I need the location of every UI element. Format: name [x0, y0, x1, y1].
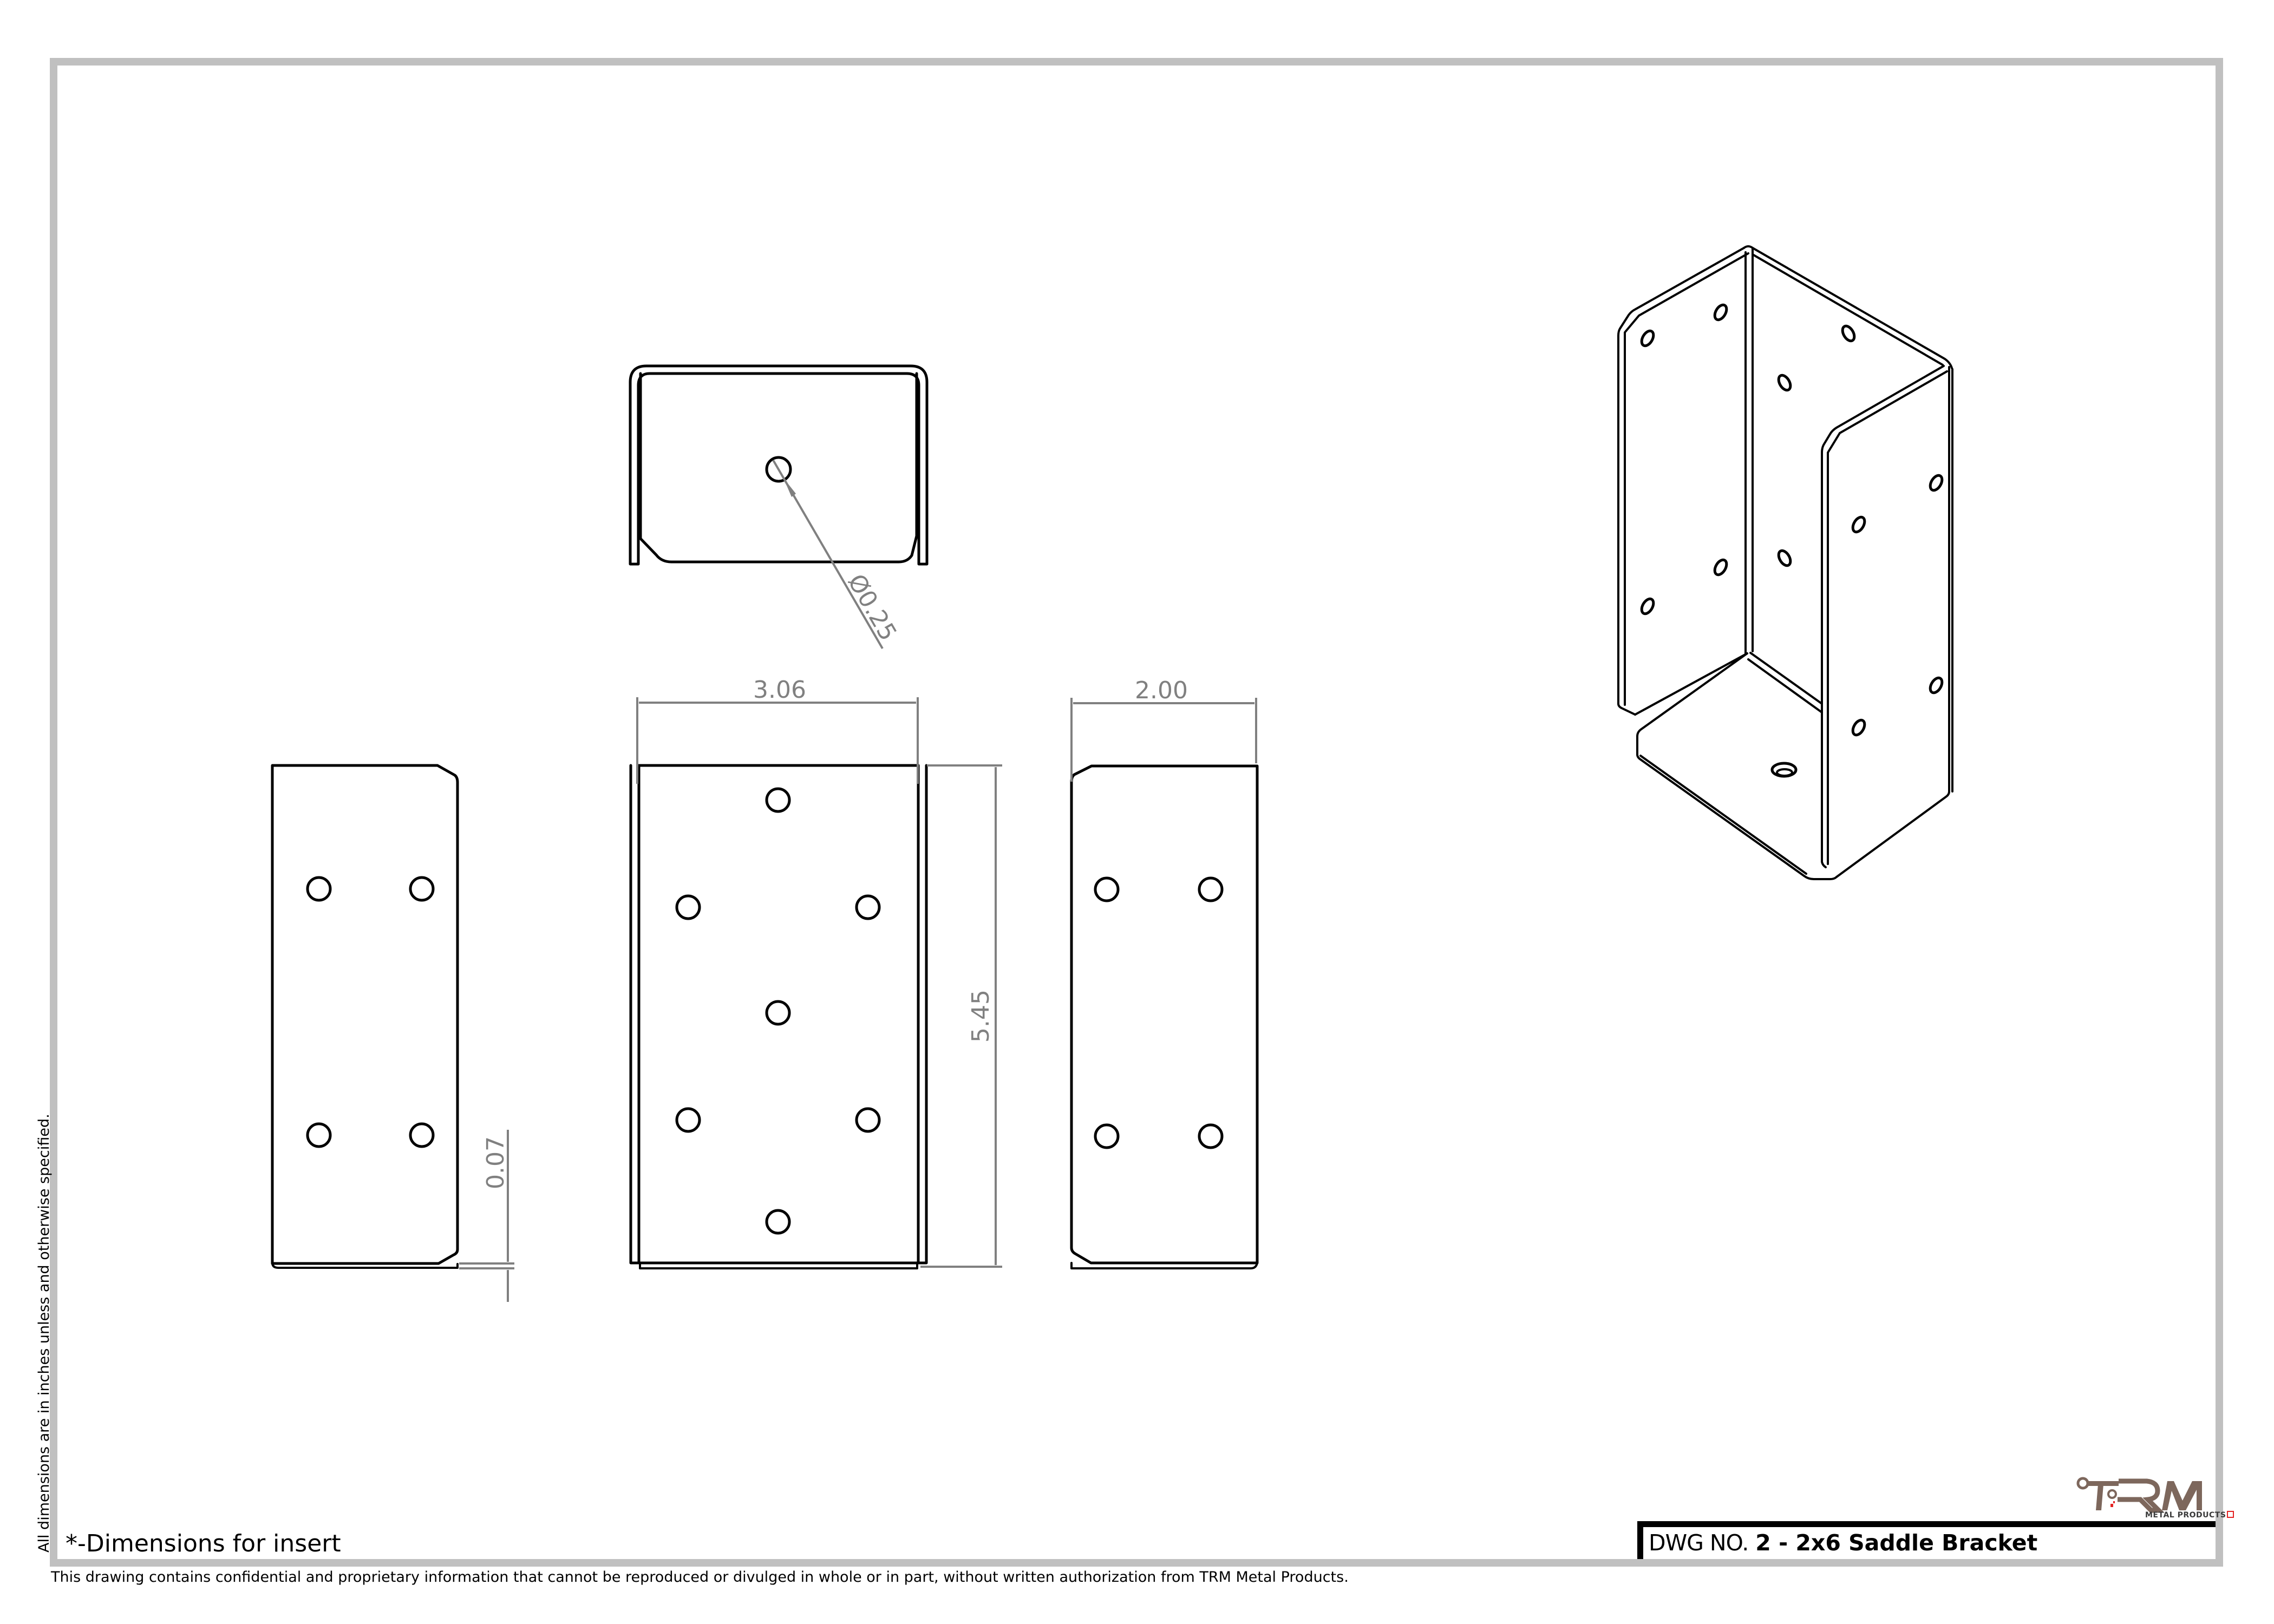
iso-right-panel-edge	[1835, 366, 1950, 878]
drawing-number-value: 2 - 2x6 Saddle Bracket	[1755, 1530, 2038, 1556]
logo-ring-icon	[2076, 1477, 2089, 1490]
iso-bottom-plate-edge	[1639, 755, 1807, 875]
confidentiality-note: This drawing contains confidential and p…	[51, 1569, 1349, 1586]
front-view-base	[639, 1262, 918, 1269]
diameter-leader-arrow	[783, 478, 796, 497]
iso-left-panel-inner	[1624, 252, 1749, 706]
front-view-plate	[637, 764, 920, 1265]
trm-logo	[2076, 1477, 2202, 1513]
logo-t-stem	[2096, 1484, 2103, 1510]
iso-right-panel-outer	[1821, 365, 1945, 868]
height-dimension-label: 5.45	[967, 990, 995, 1043]
frame-top	[50, 58, 2223, 66]
front-hole	[675, 1107, 701, 1133]
iso-hole	[1841, 324, 1856, 343]
logo-red-square	[2110, 1504, 2113, 1507]
iso-hole	[1713, 558, 1728, 577]
logo-r	[2118, 1478, 2165, 1513]
iso-hole	[1640, 597, 1655, 615]
width-dimension-label: 3.06	[753, 676, 806, 704]
front-hole	[855, 1107, 881, 1133]
front-hole	[855, 894, 881, 920]
front-hole	[765, 1000, 791, 1026]
iso-hole	[1640, 329, 1655, 348]
right-view: 2.00	[1070, 677, 1259, 1269]
left-hole	[409, 1122, 435, 1148]
right-hole	[1094, 876, 1120, 902]
logo-subtitle-text: METAL PRODUCTS	[2145, 1511, 2226, 1520]
logo-red-box-icon	[2227, 1511, 2234, 1518]
frame-right	[2216, 58, 2223, 1567]
left-view: 0.07	[271, 764, 514, 1302]
left-hole	[409, 876, 435, 902]
logo-red-square	[2113, 1501, 2115, 1503]
isometric-view	[1617, 245, 1953, 880]
iso-hole	[1929, 474, 1944, 492]
iso-left-bottom-edge	[1634, 652, 1748, 716]
units-note: All dimensions are in inches unless and …	[36, 1114, 53, 1553]
front-hole	[765, 1209, 791, 1235]
iso-right-panel-inner	[1827, 370, 1948, 865]
iso-left-panel-outer	[1617, 247, 1745, 716]
iso-bottom-plate	[1636, 652, 1838, 880]
iso-hole	[1777, 549, 1792, 567]
left-view-panel	[271, 764, 459, 1265]
title-block-top-rule	[1637, 1521, 2216, 1527]
iso-back-top-edge-inner	[1752, 253, 1944, 366]
right-hole	[1094, 1123, 1120, 1149]
iso-hole	[1929, 676, 1944, 695]
top-view-base-plate	[639, 372, 918, 564]
iso-hole	[1851, 718, 1866, 737]
right-hole	[1198, 1123, 1224, 1149]
drawing-title: DWG NO. 2 - 2x6 Saddle Bracket	[1649, 1530, 2037, 1556]
iso-bottom-back-edge	[1749, 652, 1823, 705]
iso-hole	[1777, 374, 1792, 392]
title-block: DWG NO. 2 - 2x6 Saddle Bracket	[1637, 1521, 2216, 1559]
left-hole	[306, 876, 332, 902]
front-view: 3.06 5.45	[629, 676, 1002, 1269]
logo-t-bar	[2087, 1481, 2119, 1486]
iso-bottom-back-edge-inner	[1747, 658, 1823, 713]
iso-back-top-edge	[1752, 247, 1953, 369]
logo-inner-ring-icon	[2107, 1489, 2117, 1499]
top-view-hole	[765, 456, 792, 483]
title-block-left-rule	[1637, 1521, 1643, 1559]
diameter-label: Ø0.25	[842, 569, 901, 645]
logo-m	[2162, 1481, 2202, 1510]
iso-hole	[1851, 515, 1866, 534]
left-view-base	[271, 1262, 459, 1269]
front-hole	[675, 894, 701, 920]
right-view-panel	[1070, 764, 1259, 1265]
side-width-dimension-label: 2.00	[1135, 677, 1188, 704]
front-hole	[765, 787, 791, 813]
top-view-outer-channel	[629, 364, 929, 566]
right-view-base	[1070, 1262, 1258, 1269]
frame-bottom	[50, 1559, 2223, 1567]
iso-bottom-hole-inner	[1776, 768, 1793, 777]
thickness-dimension-label: 0.07	[482, 1136, 509, 1189]
iso-hole	[1713, 303, 1728, 322]
logo-subtitle: METAL PRODUCTS	[2145, 1511, 2234, 1520]
frame-left	[50, 58, 57, 1567]
insert-note: *-Dimensions for insert	[66, 1530, 341, 1557]
drawing-number-label: DWG NO.	[1649, 1530, 1749, 1556]
left-hole	[306, 1122, 332, 1148]
right-hole	[1198, 876, 1224, 902]
top-view: Ø0.25	[629, 364, 929, 650]
